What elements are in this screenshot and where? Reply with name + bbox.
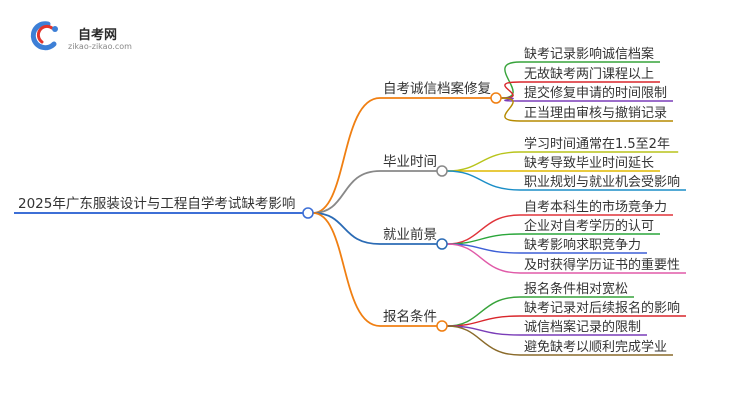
branch-label: 就业前景 bbox=[383, 226, 437, 243]
leaf-label: 报名条件相对宽松 bbox=[524, 281, 628, 297]
leaf-link bbox=[446, 296, 521, 327]
logo-icon bbox=[30, 21, 58, 51]
leaf-label: 正当理由审核与撤销记录 bbox=[524, 105, 667, 121]
leaf-label: 提交修复申请的时间限制 bbox=[524, 85, 667, 101]
leaf-link bbox=[446, 214, 521, 245]
branch-link bbox=[312, 97, 381, 214]
branch-node-circle[interactable] bbox=[490, 92, 502, 104]
site-logo[interactable]: 自考网 zikao-zikao.com bbox=[28, 20, 168, 56]
leaf-label: 缺考影响求职竞争力 bbox=[524, 237, 641, 253]
leaf-label: 自考本科生的市场竞争力 bbox=[524, 199, 667, 215]
logo-url: zikao-zikao.com bbox=[68, 42, 132, 51]
branch-link bbox=[312, 212, 381, 245]
leaf-link bbox=[500, 61, 521, 99]
leaf-link bbox=[446, 243, 521, 274]
leaf-label: 企业对自考学历的认可 bbox=[524, 218, 654, 234]
branch-link bbox=[312, 212, 381, 327]
leaf-link bbox=[446, 151, 521, 172]
leaf-label: 缺考记录对后续报名的影响 bbox=[524, 300, 680, 316]
leaf-label: 诚信档案记录的限制 bbox=[524, 319, 641, 335]
leaf-link bbox=[446, 325, 521, 356]
branch-node-circle[interactable] bbox=[436, 238, 448, 250]
leaf-link bbox=[500, 81, 521, 99]
branch-label: 毕业时间 bbox=[383, 154, 437, 170]
leaf-label: 避免缺考以顺利完成学业 bbox=[524, 339, 667, 355]
leaf-label: 缺考导致毕业时间延长 bbox=[524, 156, 654, 171]
branch-node-circle[interactable] bbox=[436, 320, 448, 332]
leaf-label: 职业规划与就业机会受影响 bbox=[524, 174, 680, 190]
root-label: 2025年广东服装设计与工程自学考试缺考影响 bbox=[18, 196, 295, 212]
leaf-link bbox=[446, 170, 521, 191]
leaf-label: 学习时间通常在1.5至2年 bbox=[524, 136, 670, 152]
root-node-circle[interactable] bbox=[302, 207, 314, 219]
branch-label: 自考诚信档案修复 bbox=[383, 80, 491, 97]
branch-label: 报名条件 bbox=[383, 308, 437, 325]
leaf-label: 及时获得学历证书的重要性 bbox=[524, 257, 680, 273]
leaf-label: 缺考记录影响诚信档案 bbox=[524, 46, 654, 62]
branch-link bbox=[312, 170, 381, 214]
logo-name: 自考网 bbox=[78, 28, 118, 43]
branch-node-circle[interactable] bbox=[436, 165, 448, 177]
leaf-link bbox=[500, 97, 521, 122]
leaf-label: 无故缺考两门课程以上 bbox=[524, 67, 654, 82]
